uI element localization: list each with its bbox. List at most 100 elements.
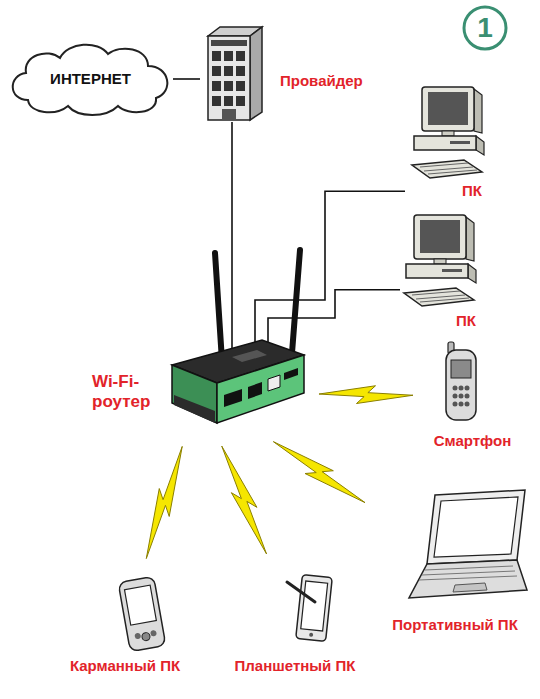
icon-part	[414, 215, 466, 259]
callout-number: 1	[462, 5, 508, 51]
icon-part	[287, 582, 315, 602]
laptop-icon	[405, 490, 530, 605]
node-label: Wi-Fi- роутер	[92, 372, 167, 412]
icon-part	[134, 633, 141, 640]
icon-part	[465, 386, 470, 391]
icon-part	[422, 571, 515, 575]
icon-part	[414, 136, 476, 150]
icon-part	[428, 170, 477, 174]
pc-icon	[410, 85, 485, 190]
icon-part	[424, 167, 473, 171]
node-label: ПК	[456, 312, 495, 329]
smartphone-node: Смартфон	[425, 340, 520, 452]
icon-part	[465, 402, 470, 407]
icon-part	[141, 632, 150, 641]
icon-part	[422, 87, 474, 131]
icon-part	[442, 269, 462, 272]
icon-part	[212, 81, 221, 91]
icon-part	[236, 81, 245, 91]
wireless-bolt	[273, 442, 365, 503]
icon-part	[284, 368, 298, 380]
pc-node: ПК	[405, 85, 500, 203]
cable-line	[173, 78, 200, 80]
icon-part	[215, 253, 222, 361]
icon-part	[211, 40, 247, 46]
router-node: Wi-Fi- роутер	[92, 350, 307, 435]
icon-part	[409, 560, 527, 598]
icon-part	[118, 576, 166, 651]
icon-part	[453, 394, 458, 399]
icon-part	[248, 382, 262, 399]
icon-part	[474, 89, 482, 133]
icon-part	[301, 581, 328, 631]
icon-part	[150, 630, 157, 637]
icon-part	[222, 109, 236, 120]
icon-part	[309, 633, 313, 637]
icon-part	[224, 96, 233, 106]
icon-part	[268, 375, 280, 391]
icon-part	[224, 81, 233, 91]
icon-part	[217, 355, 304, 423]
icon-part	[236, 96, 245, 106]
icon-part	[420, 163, 468, 167]
icon-part	[224, 66, 233, 76]
icon-part	[420, 220, 460, 253]
laptop-node: Портативный ПК	[375, 485, 535, 640]
icon-part	[224, 389, 242, 407]
icon-part	[446, 350, 476, 420]
cable-line	[255, 191, 405, 350]
wireless-bolt	[146, 446, 182, 558]
icon-part	[453, 583, 487, 592]
icon-part	[459, 386, 464, 391]
building-icon	[202, 22, 267, 122]
icon-part	[451, 360, 471, 378]
router-icon	[162, 245, 312, 435]
icon-part	[292, 250, 300, 353]
icon-part	[420, 298, 469, 302]
node-label: ИНТЕРНЕТ	[8, 70, 173, 88]
icon-part	[434, 497, 518, 557]
icon-part	[476, 136, 484, 155]
icon-part	[212, 51, 221, 61]
icon-part	[450, 141, 470, 144]
cloud-node: ИНТЕРНЕТ	[8, 40, 173, 118]
callout-circle: 1	[462, 5, 508, 51]
icon-part	[466, 217, 474, 261]
icon-part	[125, 585, 157, 625]
icon-part	[465, 394, 470, 399]
cable-line	[231, 122, 233, 350]
icon-part	[412, 160, 482, 178]
node-label: Портативный ПК	[375, 616, 535, 633]
node-label: Карманный ПК	[50, 657, 200, 674]
node-label: Смартфон	[425, 432, 520, 449]
icon-part	[212, 96, 221, 106]
icon-part	[427, 490, 525, 564]
provider-node: Провайдер	[200, 22, 378, 122]
wireless-bolt	[319, 386, 413, 404]
icon-part	[212, 66, 221, 76]
cable-line	[268, 290, 400, 350]
icon-part	[296, 575, 333, 642]
icon-part	[208, 36, 250, 120]
icon-part	[224, 51, 233, 61]
icon-part	[453, 402, 458, 407]
pc-node: ПК	[400, 213, 495, 331]
icon-part	[459, 402, 464, 407]
icon-part	[404, 288, 474, 306]
icon-part	[428, 92, 468, 125]
icon-part	[425, 566, 513, 570]
icon-part	[232, 350, 267, 362]
icon-part	[419, 576, 517, 580]
wireless-bolt	[222, 446, 267, 554]
icon-part	[453, 386, 458, 391]
icon-part	[174, 395, 215, 423]
icon-part	[459, 394, 464, 399]
tablet-icon	[285, 568, 343, 648]
tablet-node: Планшетный ПК	[215, 565, 375, 680]
icon-part	[236, 51, 245, 61]
icon-part	[468, 264, 476, 283]
smartphone-icon	[440, 342, 485, 424]
icon-part	[412, 291, 460, 295]
node-label: ПК	[462, 182, 500, 199]
